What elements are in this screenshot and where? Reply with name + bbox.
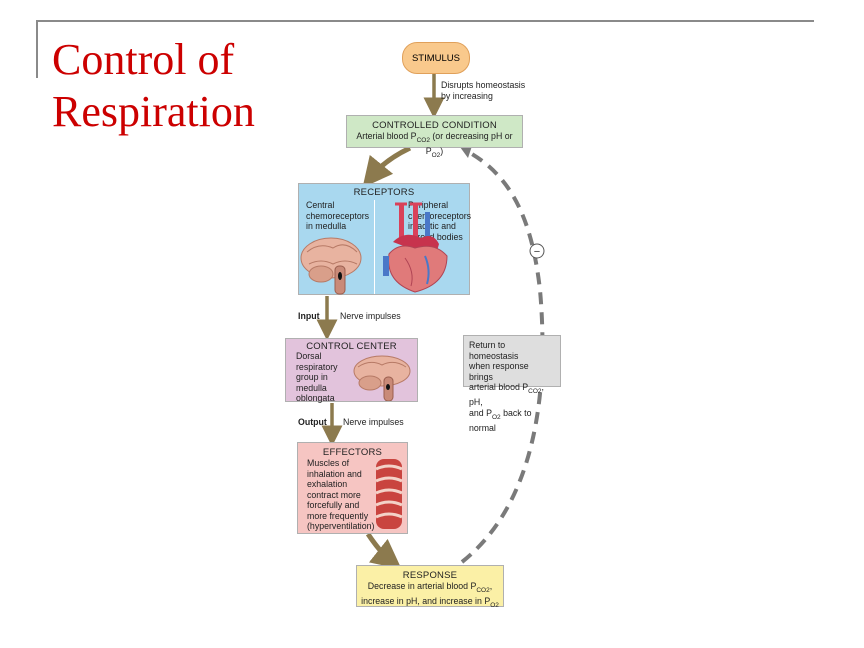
- medulla-illustration: [353, 355, 411, 401]
- stimulus-node: STIMULUS: [402, 42, 470, 74]
- arrow-condition-to-receptors: [362, 145, 412, 188]
- nerve-impulses-output: Nerve impulses: [343, 417, 404, 427]
- response-title: RESPONSE: [402, 570, 458, 581]
- central-chemoreceptors-text: Central chemoreceptors in medulla: [306, 200, 369, 232]
- control-center-title: CONTROL CENTER: [306, 341, 397, 352]
- effectors-box: EFFECTORS Muscles of inhalation and exha…: [297, 442, 408, 534]
- effectors-line-7: (hyperventilation): [307, 521, 375, 531]
- controlled-condition-title: CONTROLLED CONDITION: [372, 120, 497, 131]
- negative-feedback-symbol: −: [534, 246, 540, 258]
- peripheral-line-2: chemoreceptors: [408, 210, 472, 221]
- response-line-1-b: ,: [489, 581, 493, 591]
- control-center-text: Dorsal respiratory group in medulla oblo…: [296, 351, 338, 404]
- input-label: Input: [298, 311, 320, 321]
- response-line-2-a: increase in pH, and increase in P: [361, 596, 491, 607]
- response-line-1: Decrease in arterial blood PCO2,: [357, 581, 503, 596]
- controlled-condition-text: Arterial blood PCO2 (or decreasing pH or…: [347, 131, 522, 162]
- disrupts-line-1: Disrupts homeostasis: [441, 80, 526, 90]
- central-line-3: in medulla: [306, 221, 347, 231]
- feedback-arrowhead: [460, 146, 472, 158]
- peripheral-line-4: carotid bodies: [408, 231, 463, 242]
- response-box: RESPONSE Decrease in arterial blood PCO2…: [356, 565, 504, 609]
- negative-feedback-loop: [460, 148, 545, 564]
- return-line-3-b: , pH,: [469, 382, 544, 408]
- heart-arteries-illustration: [383, 202, 448, 293]
- return-line-2: when response brings: [469, 361, 529, 382]
- effectors-line-1: Muscles of: [307, 458, 350, 468]
- effectors-line-2: inhalation and: [307, 468, 362, 479]
- receptors-box: RECEPTORS Central chemoreceptors in medu…: [298, 183, 471, 295]
- output-label-row: Output: [298, 417, 327, 428]
- response-line-2-sub: O2: [490, 602, 499, 609]
- receptors-divider: [374, 200, 375, 294]
- cc-text-a: Arterial blood P: [356, 131, 417, 141]
- peripheral-line-3: in aortic and: [408, 221, 456, 231]
- effectors-line-4: contract more: [307, 489, 361, 500]
- response-line-1-a: Decrease in arterial blood P: [367, 581, 477, 591]
- return-line-4-sub: O2: [492, 413, 501, 421]
- effectors-title: EFFECTORS: [322, 447, 383, 458]
- cc-text-c: ): [440, 146, 444, 157]
- effectors-line-3: exhalation: [307, 479, 348, 489]
- controlled-condition-box: CONTROLLED CONDITION Arterial blood PCO2…: [346, 115, 523, 159]
- title-line-1: Control of: [52, 35, 235, 84]
- cc-sub-b: O2: [431, 152, 441, 159]
- effectors-line-6: more frequently: [307, 510, 369, 521]
- stimulus-label: STIMULUS: [411, 52, 461, 64]
- nerve-impulses-input: Nerve impulses: [340, 311, 401, 321]
- response-line-2: increase in pH, and increase in PO2: [357, 596, 503, 611]
- receptors-title: RECEPTORS: [353, 187, 415, 198]
- return-line-4-b: back to normal: [469, 407, 532, 433]
- rib-muscles-illustration: [375, 459, 403, 529]
- control-line-2: respiratory: [296, 361, 338, 372]
- response-line-1-sub: CO2: [476, 586, 490, 594]
- input-label-row: Input: [298, 311, 320, 322]
- return-line-1: Return to homeostasis: [469, 340, 519, 361]
- slide-side-rule: [36, 20, 38, 78]
- peripheral-line-1: Peripheral: [408, 200, 449, 210]
- return-line-4-a: and P: [469, 407, 492, 418]
- output-label: Output: [298, 417, 327, 427]
- slide-title: Control of Respiration: [52, 34, 255, 138]
- effectors-text: Muscles of inhalation and exhalation con…: [307, 458, 374, 532]
- return-line-3-a: arterial blood P: [469, 382, 529, 392]
- control-line-1: Dorsal: [296, 351, 322, 361]
- central-line-2: chemoreceptors: [306, 210, 370, 221]
- return-line-4: and PO2 back to normal: [469, 408, 555, 434]
- control-line-4: medulla: [296, 382, 327, 393]
- disrupts-note: Disrupts homeostasis by increasing: [441, 80, 525, 101]
- slide-top-rule: [36, 20, 814, 22]
- return-line-3: arterial blood PCO2, pH,: [469, 382, 555, 408]
- effectors-line-5: forcefully and: [307, 500, 360, 510]
- return-homeostasis-box: Return to homeostasis when response brin…: [463, 335, 561, 433]
- arrow-effectors-to-response: [365, 532, 402, 570]
- peripheral-chemoreceptors-text: Peripheral chemoreceptors in aortic and …: [408, 200, 471, 242]
- control-line-3: group in: [296, 372, 328, 382]
- cc-sub-a: CO2: [416, 136, 430, 144]
- central-line-1: Central: [306, 200, 335, 210]
- negative-feedback-circle: [529, 243, 545, 259]
- brain-medulla-illustration: [300, 237, 362, 295]
- cc-text-b: (or decreasing pH or P: [425, 131, 513, 157]
- title-line-2: Respiration: [52, 87, 255, 136]
- return-line-3-sub: CO2: [528, 387, 542, 395]
- control-line-5: oblongata: [296, 393, 335, 403]
- control-center-box: CONTROL CENTER Dorsal respiratory group …: [285, 338, 418, 404]
- disrupts-line-2: by increasing: [441, 90, 493, 101]
